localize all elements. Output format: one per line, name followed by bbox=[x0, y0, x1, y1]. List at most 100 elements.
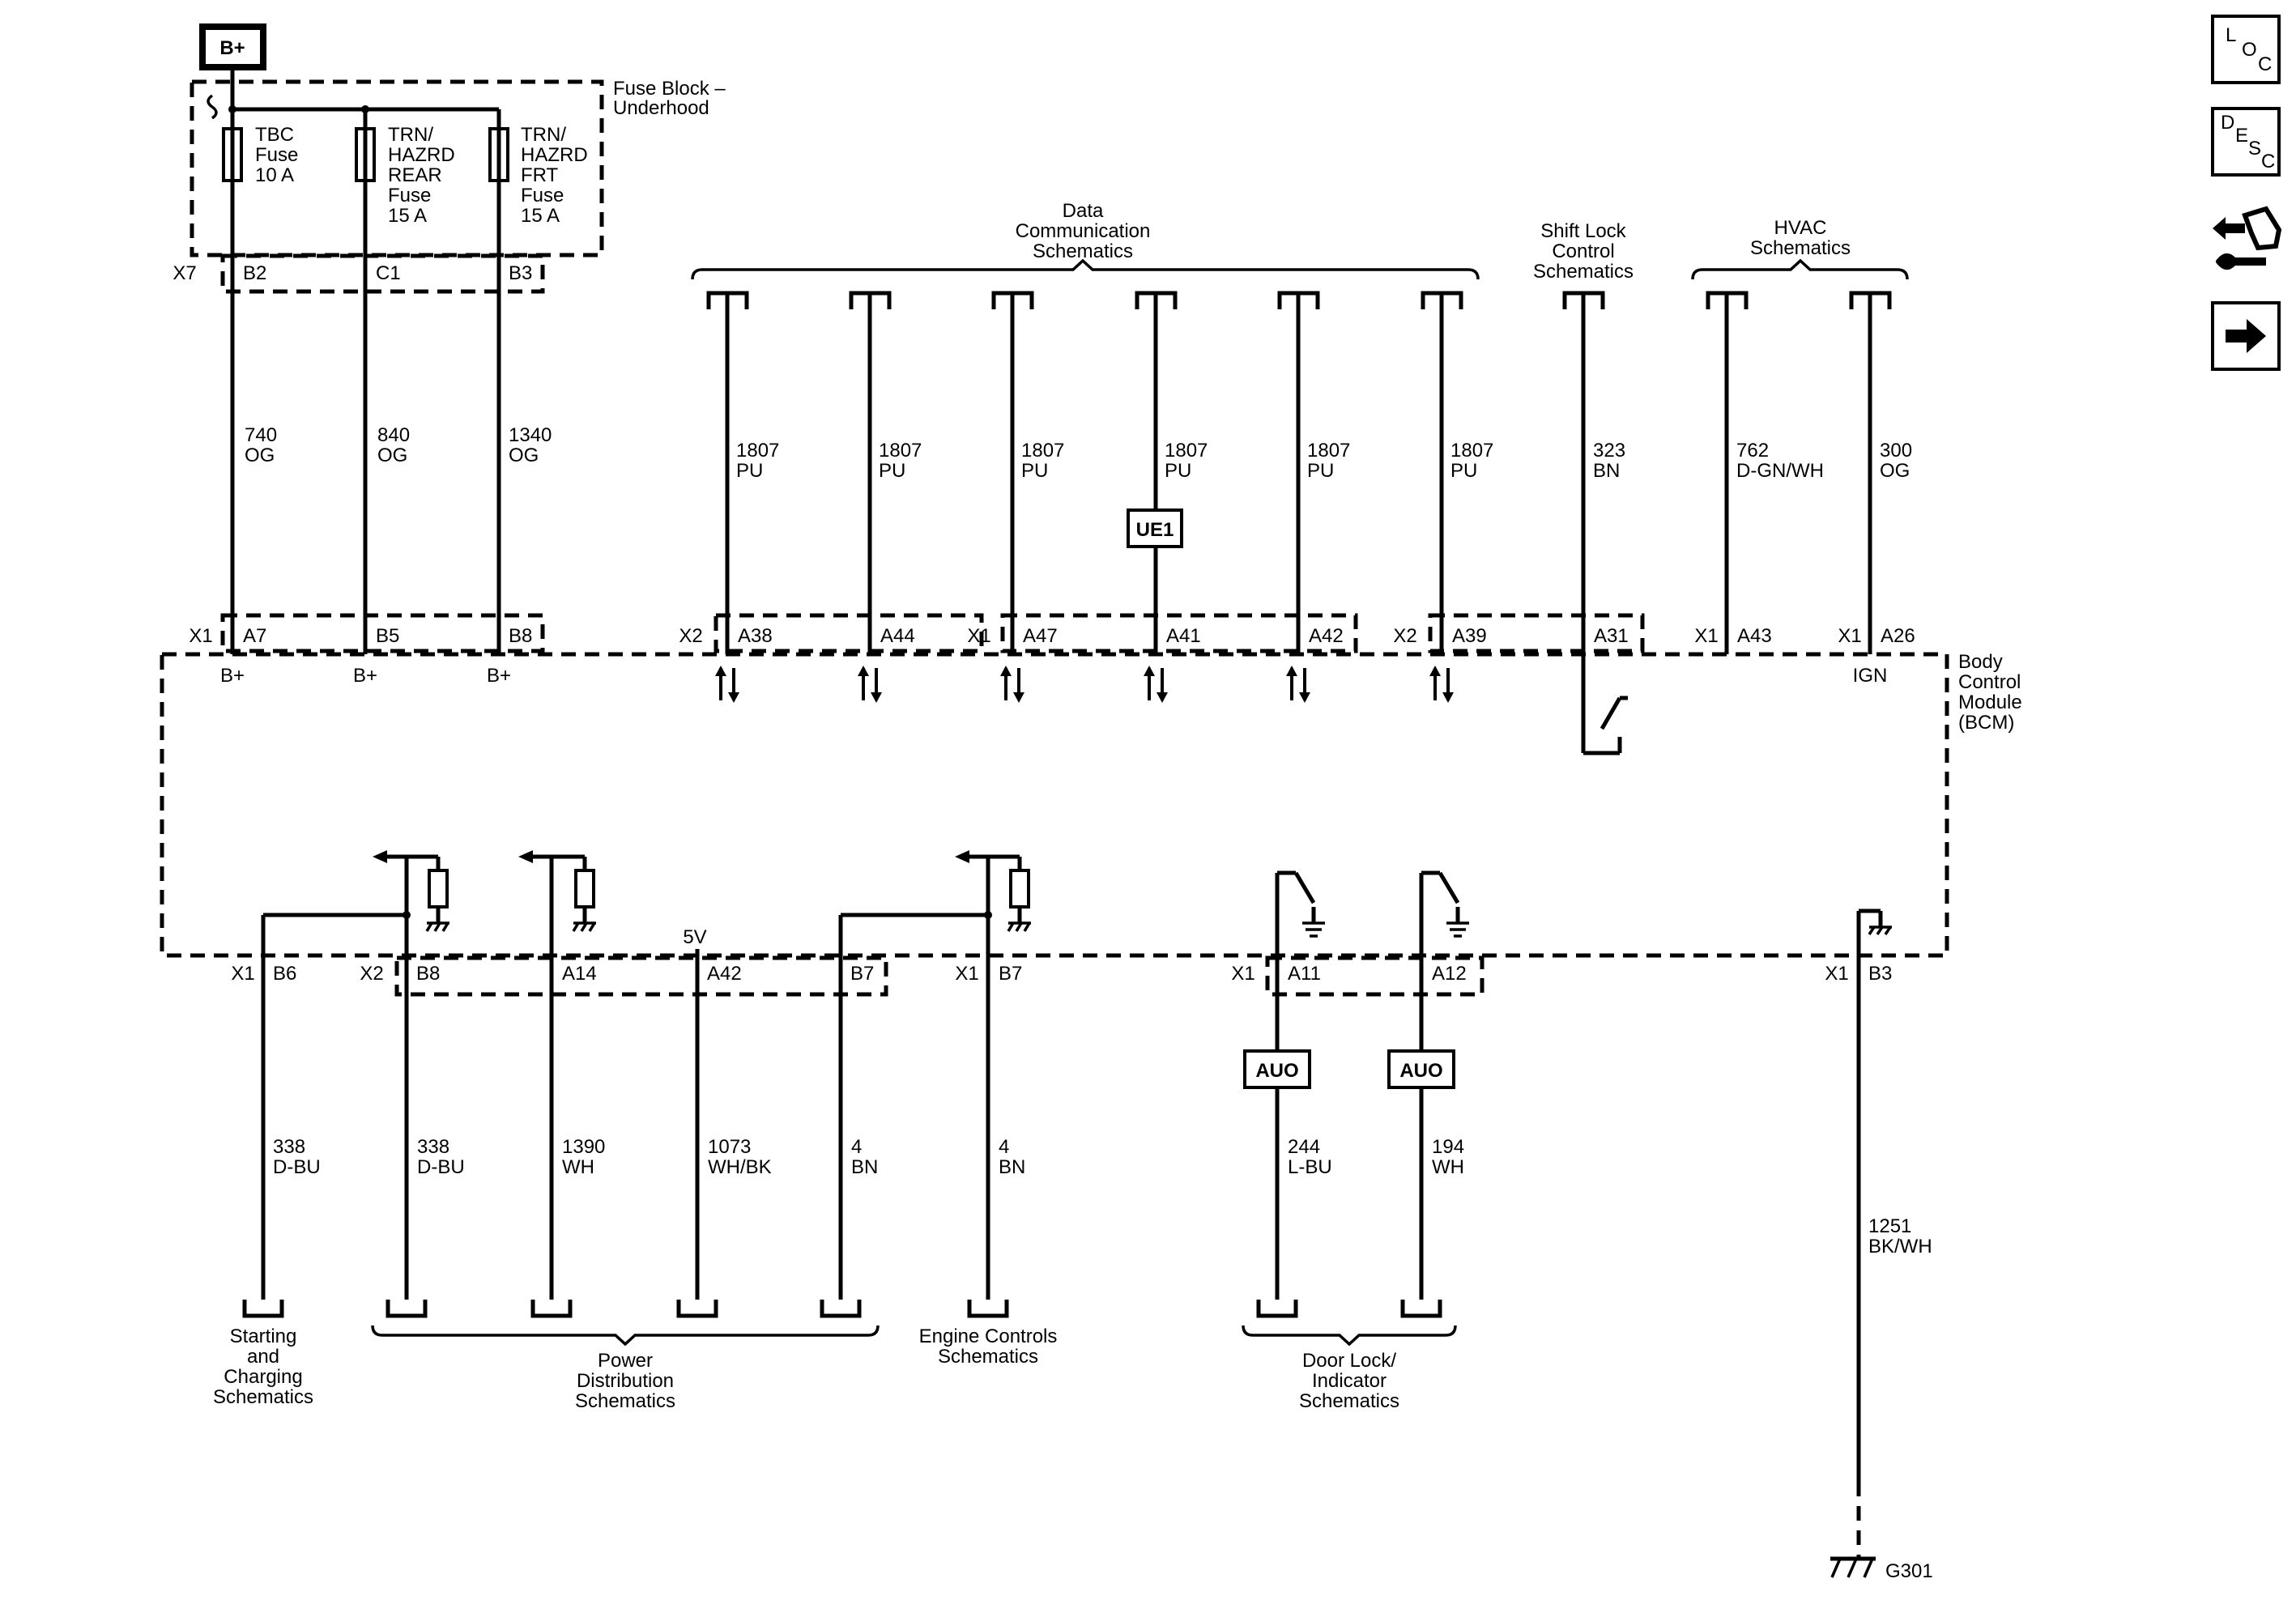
svg-text:Shift Lock: Shift Lock bbox=[1540, 220, 1626, 242]
svg-text:1073: 1073 bbox=[708, 1136, 751, 1158]
pin-a31: A31 bbox=[1594, 625, 1629, 647]
wire-1073: 1073 WH/BK bbox=[708, 1136, 772, 1178]
svg-text:OG: OG bbox=[377, 445, 407, 466]
group-shift-lock: Shift Lock Control Schematics bbox=[1533, 220, 1634, 283]
location-button[interactable]: L O C bbox=[2211, 15, 2281, 84]
wire-194: 194 WH bbox=[1432, 1136, 1464, 1178]
svg-text:OG: OG bbox=[509, 445, 539, 466]
battery-source: B+ bbox=[199, 23, 266, 109]
pin-a26: A26 bbox=[1881, 625, 1915, 647]
wire-338-b6: 338 D-BU bbox=[273, 1136, 321, 1178]
connector-x1-bottom-c: X1 bbox=[1231, 963, 1254, 985]
wire-1807-a39: 1807 PU bbox=[1450, 440, 1493, 482]
svg-text:OG: OG bbox=[1880, 460, 1910, 482]
svg-text:1390: 1390 bbox=[562, 1136, 605, 1158]
wire-840: 840 OG bbox=[377, 424, 410, 466]
pin-a14: A14 bbox=[562, 963, 597, 985]
next-page-button[interactable] bbox=[2211, 301, 2281, 371]
pin-b5: B5 bbox=[376, 625, 399, 647]
description-letter-e: E bbox=[2235, 125, 2249, 147]
wire-1807-a41: 1807 PU bbox=[1165, 440, 1208, 482]
svg-text:D-BU: D-BU bbox=[273, 1156, 321, 1178]
connector-repair-button[interactable] bbox=[2208, 198, 2285, 279]
pin-a47: A47 bbox=[1023, 625, 1058, 647]
svg-text:1807: 1807 bbox=[1021, 440, 1064, 462]
description-letter-d: D bbox=[2221, 112, 2235, 134]
bcm-input-b-plus-2: B+ bbox=[353, 665, 377, 687]
svg-text:Schematics: Schematics bbox=[575, 1390, 675, 1412]
ue1-splice: UE1 bbox=[1127, 509, 1183, 548]
bcm-input-ign: IGN bbox=[1853, 665, 1888, 687]
pin-a44: A44 bbox=[880, 625, 915, 647]
svg-text:Module: Module bbox=[1958, 691, 2022, 713]
svg-text:L-BU: L-BU bbox=[1288, 1156, 1332, 1178]
location-letter-o: O bbox=[2242, 39, 2257, 61]
svg-text:840: 840 bbox=[377, 424, 410, 446]
svg-text:Data: Data bbox=[1063, 200, 1104, 222]
svg-text:PU: PU bbox=[736, 460, 763, 482]
pin-a38: A38 bbox=[738, 625, 773, 647]
connector-x2-c: X2 bbox=[1393, 625, 1416, 647]
svg-text:4: 4 bbox=[999, 1136, 1009, 1158]
svg-text:FRT: FRT bbox=[521, 164, 559, 186]
connector-x1-bottom-a: X1 bbox=[231, 963, 254, 985]
wire-300: 300 OG bbox=[1880, 440, 1912, 482]
pin-a43: A43 bbox=[1737, 625, 1772, 647]
pin-a42-upper: A42 bbox=[1309, 625, 1344, 647]
auo-box-a12: AUO bbox=[1387, 1049, 1455, 1089]
connector-x1-b: X1 bbox=[967, 625, 990, 647]
pin-a11: A11 bbox=[1288, 963, 1321, 985]
pin-c1: C1 bbox=[376, 262, 401, 284]
connector-x2-bottom: X2 bbox=[360, 963, 383, 985]
svg-text:4: 4 bbox=[851, 1136, 862, 1158]
bidirectional-arrows bbox=[715, 666, 1454, 703]
svg-text:Engine Controls: Engine Controls bbox=[919, 1326, 1058, 1347]
svg-text:WH: WH bbox=[1432, 1156, 1464, 1178]
pin-b3: B3 bbox=[509, 262, 532, 284]
svg-text:UE1: UE1 bbox=[1136, 519, 1174, 541]
fuse-trn-hazrd-rear: TRN/ HAZRD REAR Fuse 15 A bbox=[388, 124, 455, 227]
svg-text:PU: PU bbox=[1307, 460, 1334, 482]
svg-text:Schematics: Schematics bbox=[213, 1386, 313, 1408]
description-button[interactable]: D E S C bbox=[2211, 107, 2281, 177]
wire-1807-a42: 1807 PU bbox=[1307, 440, 1350, 482]
svg-text:HAZRD: HAZRD bbox=[521, 144, 588, 166]
wire-323: 323 BN bbox=[1593, 440, 1625, 482]
svg-text:1807: 1807 bbox=[1307, 440, 1350, 462]
wire-1390: 1390 WH bbox=[562, 1136, 605, 1178]
svg-text:Communication: Communication bbox=[1016, 220, 1151, 242]
group-door-lock: Door Lock/ Indicator Schematics bbox=[1242, 1325, 1457, 1412]
wire-1807-a38: 1807 PU bbox=[736, 440, 779, 482]
pin-a12: A12 bbox=[1432, 963, 1467, 985]
svg-text:WH/BK: WH/BK bbox=[708, 1156, 772, 1178]
svg-text:Power: Power bbox=[598, 1350, 653, 1372]
svg-text:BK/WH: BK/WH bbox=[1868, 1236, 1932, 1257]
fuse-block-subtitle: Underhood bbox=[613, 97, 709, 119]
svg-text:Body: Body bbox=[1958, 651, 2003, 673]
connector-x7: X7 bbox=[173, 262, 196, 284]
pin-b6: B6 bbox=[273, 963, 296, 985]
bcm-title: Body Control Module (BCM) bbox=[1958, 651, 2022, 734]
svg-text:Fuse: Fuse bbox=[521, 185, 564, 206]
lower-terminals bbox=[242, 1300, 1442, 1318]
svg-text:323: 323 bbox=[1593, 440, 1625, 462]
fuse-block-title: Fuse Block – bbox=[613, 78, 726, 100]
svg-text:Distribution: Distribution bbox=[577, 1370, 674, 1392]
connector-repair-icon bbox=[2213, 206, 2282, 270]
svg-text:1807: 1807 bbox=[1165, 440, 1208, 462]
svg-text:HVAC: HVAC bbox=[1774, 217, 1827, 239]
svg-text:15 A: 15 A bbox=[521, 205, 560, 227]
svg-text:(BCM): (BCM) bbox=[1958, 712, 2014, 734]
svg-text:Indicator: Indicator bbox=[1312, 1370, 1387, 1392]
bcm-boundary bbox=[160, 652, 1949, 958]
group-starting-charging: Starting and Charging Schematics bbox=[213, 1326, 313, 1408]
group-hvac: HVAC Schematics bbox=[1691, 217, 1909, 280]
connector-x1-left: X1 bbox=[189, 625, 212, 647]
pin-b8: B8 bbox=[509, 625, 532, 647]
fuse-block: Fuse Block – Underhood TBC Fuse 10 A TRN… bbox=[190, 78, 726, 257]
wire-1807-a47: 1807 PU bbox=[1021, 440, 1064, 482]
svg-text:338: 338 bbox=[273, 1136, 305, 1158]
bcm-input-b-plus-3: B+ bbox=[487, 665, 511, 687]
five-volt-label: 5V bbox=[683, 926, 706, 948]
